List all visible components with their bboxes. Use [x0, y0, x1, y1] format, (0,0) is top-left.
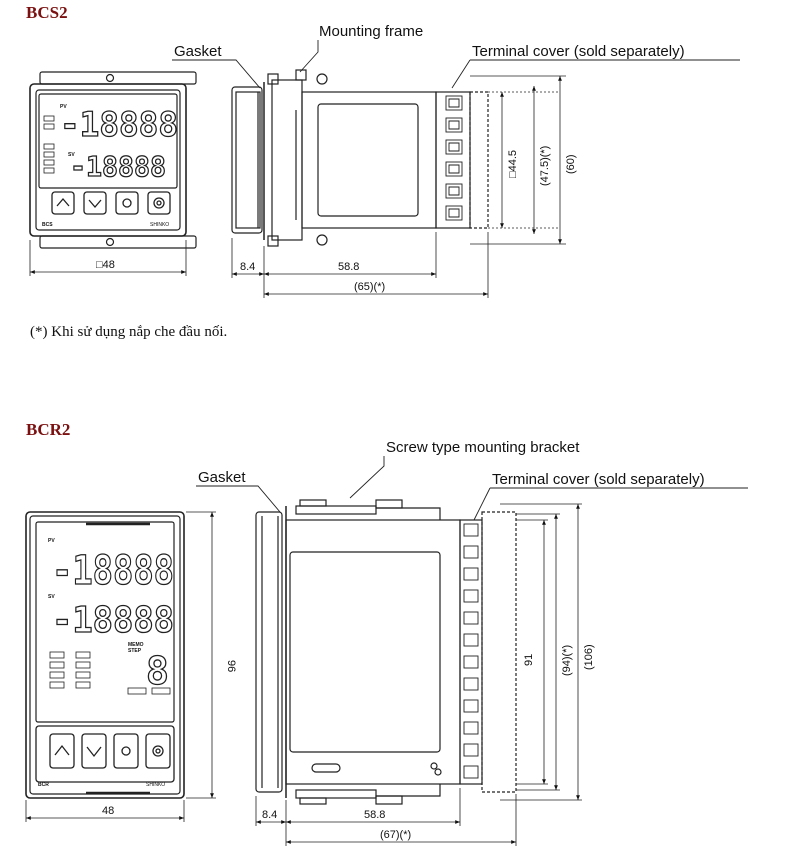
footnote: (*) Khi sử dụng nắp che đầu nối. [30, 324, 228, 340]
bcr2-front-view [25, 511, 185, 799]
bcs2-cover-height-label: (47.5)(*) [539, 146, 551, 186]
bcs2-front-labels: PV -18888 SV -18888 BCS SHINKO [42, 104, 179, 228]
bcr2-set-button [145, 733, 171, 769]
bcs2-terminals [445, 95, 463, 221]
bcr2-buttons [35, 725, 175, 783]
bcs2-front-view [29, 71, 197, 249]
bcs2-maker: SHINKO [150, 222, 169, 228]
bcr2-width-label: 48 [102, 805, 114, 817]
bcr2-step-display: 8 [146, 649, 169, 693]
bcs2-horizontal-dimensions [231, 232, 489, 298]
bcr2-total-height-label: (106) [583, 644, 595, 670]
bcs2-width-dimension [29, 240, 187, 276]
bcs2-sv-display: -18888 [70, 150, 166, 183]
bcs2-panel-label: 8.4 [240, 261, 255, 273]
bcr2-horizontal-dimensions [255, 788, 517, 846]
bcr2-pv-label: PV [48, 538, 55, 544]
bcr2-bracket-label: Screw type mounting bracket [386, 439, 580, 456]
bcs2-mode-icon [122, 198, 132, 208]
bcs2-up-button [51, 191, 75, 215]
bcr2-down-button [81, 733, 107, 769]
bcs2-terminal-cover-label: Terminal cover (sold separately) [472, 43, 685, 60]
bcr2-down-arrow-icon [86, 746, 102, 758]
bcr2-vertical-dimensions [500, 503, 582, 801]
bcs2-pv-display: -18888 [60, 105, 178, 145]
bcr2-depth-label: 58.8 [364, 809, 385, 821]
bcs2-vertical-dimensions [470, 75, 566, 245]
bcr2-height-label: 96 [225, 660, 237, 672]
bcr2-step-label: STEP [128, 648, 142, 654]
bcs2-leaders [172, 40, 740, 89]
bcs2-mounting-frame-label: Mounting frame [319, 23, 423, 40]
bcr2-mode-icon [121, 746, 131, 756]
bcs2-side-view [231, 69, 489, 247]
bcr2-brand: BCR [38, 782, 49, 788]
bcs2-total-height-label: (60) [565, 154, 577, 174]
bcs2-brand: BCS [42, 222, 53, 228]
bcs2-width-label: □48 [96, 259, 115, 271]
bcs2-mode-button [115, 191, 139, 215]
bcs2-depth-total-label: (65)(*) [354, 281, 385, 293]
bcr2-up-arrow-icon [54, 744, 70, 756]
bcr2-terminal-cover-label: Terminal cover (sold separately) [492, 471, 705, 488]
bcr2-depth-total-label: (67)(*) [380, 829, 411, 841]
bcr2-pv-display: -18888 [52, 548, 174, 594]
bcr2-cover-height-label: (94)(*) [561, 645, 573, 676]
bcr2-sv-display: -18888 [52, 600, 174, 641]
bcr2-set-icon [152, 745, 164, 757]
bcs2-cutout-label: □44.5 [507, 150, 519, 178]
bcs2-set-button [147, 191, 171, 215]
bcr2-gasket-label: Gasket [198, 469, 246, 486]
bcs2-gasket-label: Gasket [174, 43, 222, 60]
bcr2-mode-button [113, 733, 139, 769]
bcr2-title: BCR2 [26, 420, 71, 439]
bcs2-pv-label: PV [60, 104, 67, 110]
bcs2-depth-label: 58.8 [338, 261, 359, 273]
bcr2-side-view [255, 499, 517, 805]
bcr2-up-button [49, 733, 75, 769]
bcr2-front-dimensions [25, 511, 216, 822]
bcs2-down-button [83, 191, 107, 215]
bcr2-leaders [196, 456, 748, 521]
bcr2-body-height-label: 91 [523, 654, 535, 666]
bcs2-set-icon [153, 197, 165, 209]
bcs2-buttons [51, 191, 171, 215]
bcr2-panel-label: 8.4 [262, 809, 277, 821]
bcr2-sv-label: SV [48, 594, 55, 600]
bcr2-terminals [463, 523, 479, 779]
bcr2-memo-label: MEMO [128, 642, 144, 648]
bcr2-maker: SHINKO [146, 782, 165, 788]
bcs2-sv-label: SV [68, 152, 75, 158]
bcr2-front-labels: PV -18888 SV -18888 MEMO STEP 8 BCR SHIN… [38, 538, 175, 788]
bcs2-down-arrow-icon [88, 199, 102, 208]
bcs2-up-arrow-icon [56, 198, 70, 207]
bcs2-title: BCS2 [26, 3, 68, 22]
